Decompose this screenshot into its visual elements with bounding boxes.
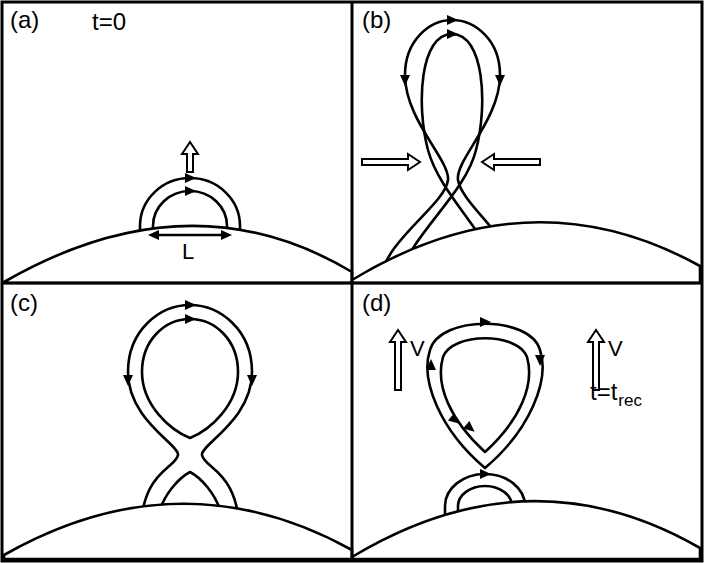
dimension-label: L (182, 241, 194, 263)
panel-label: (b) (362, 8, 391, 32)
panel-divider (2, 282, 702, 285)
flow-arrowhead (123, 375, 133, 386)
solar-surface (352, 222, 700, 283)
flow-arrowhead (185, 300, 196, 310)
plasmoid-inner (441, 338, 529, 452)
panel-label: (a) (10, 8, 39, 32)
solar-surface (4, 504, 352, 559)
dimension-line (156, 234, 224, 236)
time-subscript: rec (618, 392, 642, 409)
flow-arrowhead (448, 413, 463, 428)
flow-arrowhead (463, 421, 478, 436)
flow-arrowhead (480, 469, 491, 479)
panel-label: (c) (10, 291, 38, 315)
flow-arrowhead (426, 359, 436, 370)
time-label: t=0 (92, 10, 126, 34)
flow-arrowhead (221, 230, 232, 240)
motion-arrow (390, 330, 406, 390)
flow-arrowhead (185, 314, 196, 324)
velocity-label: V (608, 338, 623, 360)
motion-arrow (182, 142, 198, 172)
time-label: t=t (590, 380, 617, 404)
flow-arrowhead (148, 230, 159, 240)
velocity-label: V (410, 338, 425, 360)
flow-arrowhead (247, 375, 257, 386)
flow-arrowhead (185, 173, 196, 183)
flow-arrowhead (495, 75, 505, 86)
flow-arrowhead (447, 29, 458, 39)
panel-label: (d) (362, 291, 391, 315)
flow-arrowhead (185, 186, 196, 196)
flow-arrowhead (480, 317, 491, 327)
flow-arrowhead (400, 75, 410, 86)
flux-tube-inner (142, 319, 238, 438)
solar-surface (4, 226, 352, 283)
motion-arrow (362, 154, 420, 170)
flow-arrowhead (535, 355, 545, 366)
plasmoid-outer (427, 324, 542, 468)
motion-arrow (482, 154, 540, 170)
flow-arrowhead (447, 15, 458, 25)
solar-surface (352, 501, 700, 559)
